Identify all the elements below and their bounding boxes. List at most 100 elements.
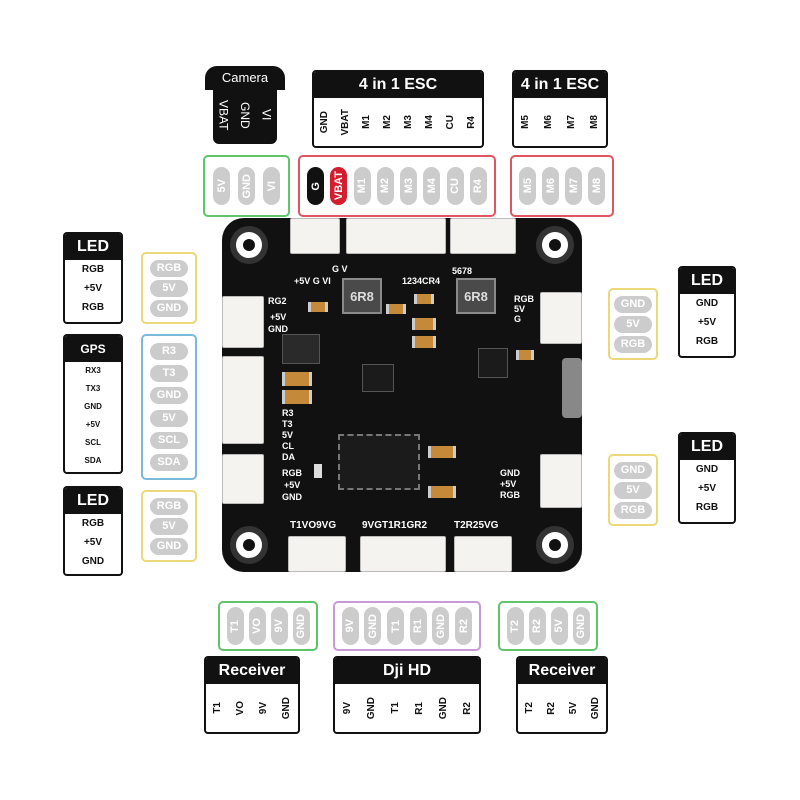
led-title: LED	[65, 488, 121, 514]
esc1-pin-list: GND VBAT M1 M2 M3 M4 CU R4	[314, 98, 482, 146]
esc1-title: 4 in 1 ESC	[314, 72, 482, 98]
silk-label: 1234CR4	[402, 276, 441, 286]
capacitor-icon	[308, 302, 328, 312]
esc1-pin: CU	[445, 114, 456, 130]
djihd-label: Dji HD 9V GND T1 R1 GND R2	[333, 656, 481, 734]
connector-djihd	[360, 536, 446, 572]
led-title: LED	[65, 234, 121, 260]
pin-ground: G	[307, 167, 325, 205]
pin: M1	[353, 167, 371, 205]
led-bottom-left-pins: RGB 5V GND	[141, 490, 197, 562]
led-top-left-pins: RGB 5V GND	[141, 252, 197, 324]
djihd-pin: R2	[461, 701, 473, 715]
connector-led-right	[540, 292, 582, 344]
led-pin: RGB	[695, 336, 719, 347]
receiver1-pin: T1	[212, 702, 223, 714]
led-bottom-right-label: LED GND +5V RGB	[678, 432, 736, 524]
pin: VI	[263, 167, 280, 205]
esc2-pin: M5	[520, 115, 531, 129]
led-pin-list: RGB +5V RGB	[65, 260, 121, 317]
djihd-pin: GND	[365, 696, 377, 720]
pin: GND	[614, 461, 652, 479]
pin: GND	[572, 607, 590, 645]
capacitor-icon	[386, 304, 406, 314]
pin: R1	[409, 607, 427, 645]
receiver1-pin-list: T1 VO 9V GND	[206, 684, 298, 732]
esc1-pin: M2	[382, 115, 393, 129]
silk-label: GND +5V RGB	[500, 468, 520, 500]
esc2-pin: M8	[589, 115, 600, 129]
receiver2-pin-group: T2 R2 5V GND	[498, 601, 598, 651]
pin: GND	[364, 607, 382, 645]
led-pin: RGB	[81, 302, 105, 313]
led-top-left-label: LED RGB +5V RGB	[63, 232, 123, 324]
capacitor-icon	[412, 336, 436, 348]
led-pin: +5V	[697, 317, 717, 328]
led-title: LED	[680, 434, 734, 460]
pin: M5	[519, 167, 536, 205]
pin: 5V	[614, 481, 652, 499]
esc1-label: 4 in 1 ESC GND VBAT M1 M2 M3 M4 CU R4	[312, 70, 484, 148]
pin: SDA	[150, 454, 188, 472]
pin: R2	[528, 607, 546, 645]
silk-label: RGB 5V G	[514, 294, 534, 324]
led-pin: RGB	[81, 264, 105, 275]
gps-pin-list: RX3 TX3 GND +5V SCL SDA	[65, 362, 121, 470]
gps-pin: SCL	[85, 438, 101, 447]
camera-label: Camera VBAT GND VI	[205, 66, 285, 144]
camera-pin-group: 5V GND VI	[203, 155, 290, 217]
pin: GND	[150, 537, 188, 555]
mosfet-icon	[282, 334, 320, 364]
pin: 5V	[150, 279, 188, 297]
djihd-pin: R1	[413, 701, 425, 715]
connector-receiver1	[288, 536, 346, 572]
pin: T1	[387, 607, 405, 645]
djihd-pin-list: 9V GND T1 R1 GND R2	[335, 684, 479, 732]
camera-pin: VBAT	[216, 99, 231, 131]
pin: R2	[455, 607, 473, 645]
led-bottom-left-label: LED RGB +5V GND	[63, 486, 123, 576]
led-pin: +5V	[83, 537, 103, 548]
connector-camera	[290, 218, 340, 254]
gps-label: GPS RX3 TX3 GND +5V SCL SDA	[63, 334, 123, 474]
pin: R4	[469, 167, 487, 205]
pin: GND	[614, 295, 652, 313]
silk-label: RG2	[268, 296, 287, 306]
pin: 5V	[150, 409, 188, 427]
regulator-chip-icon	[478, 348, 508, 378]
receiver1-pin: VO	[235, 700, 246, 716]
gps-pin: RX3	[85, 366, 101, 375]
receiver2-pin: 5V	[567, 701, 579, 715]
pin: RGB	[150, 259, 188, 277]
led-pin: +5V	[697, 483, 717, 494]
receiver1-label: Receiver T1 VO 9V GND	[204, 656, 300, 734]
pin: M2	[376, 167, 394, 205]
led-pin-list: RGB +5V GND	[65, 514, 121, 571]
mounting-hole-icon	[230, 526, 268, 564]
connector-led-left-bottom	[222, 454, 264, 504]
mcu-chip-icon	[338, 434, 420, 490]
capacitor-icon	[282, 372, 312, 386]
esc1-pin: VBAT	[340, 108, 351, 136]
mounting-hole-icon	[230, 226, 268, 264]
inductor-icon: 6R8	[342, 278, 382, 314]
esc2-pin: M6	[543, 115, 554, 129]
silk-label: T2R25VG	[454, 520, 499, 531]
led-top-right-pins: GND 5V RGB	[608, 288, 658, 360]
silk-label: GND	[282, 492, 302, 502]
djihd-title: Dji HD	[335, 658, 479, 684]
gps-pin: TX3	[85, 384, 101, 393]
usb-port-icon	[562, 358, 582, 418]
silk-label: 9VGT1R1GR2	[362, 520, 428, 531]
receiver1-title: Receiver	[206, 658, 298, 684]
led-pin: RGB	[695, 502, 719, 513]
esc2-pin: M7	[566, 115, 577, 129]
pin: GND	[150, 299, 188, 317]
capacitor-icon	[414, 294, 434, 304]
connector-receiver2	[454, 536, 512, 572]
flight-controller-board: 6R8 6R8 +5V G VI G V 1234CR4 5678 RG2 +5…	[222, 218, 582, 572]
pin: VO	[248, 607, 266, 645]
receiver2-pin: GND	[589, 696, 601, 720]
pin: M8	[588, 167, 605, 205]
led-bottom-right-pins: GND 5V RGB	[608, 454, 658, 526]
